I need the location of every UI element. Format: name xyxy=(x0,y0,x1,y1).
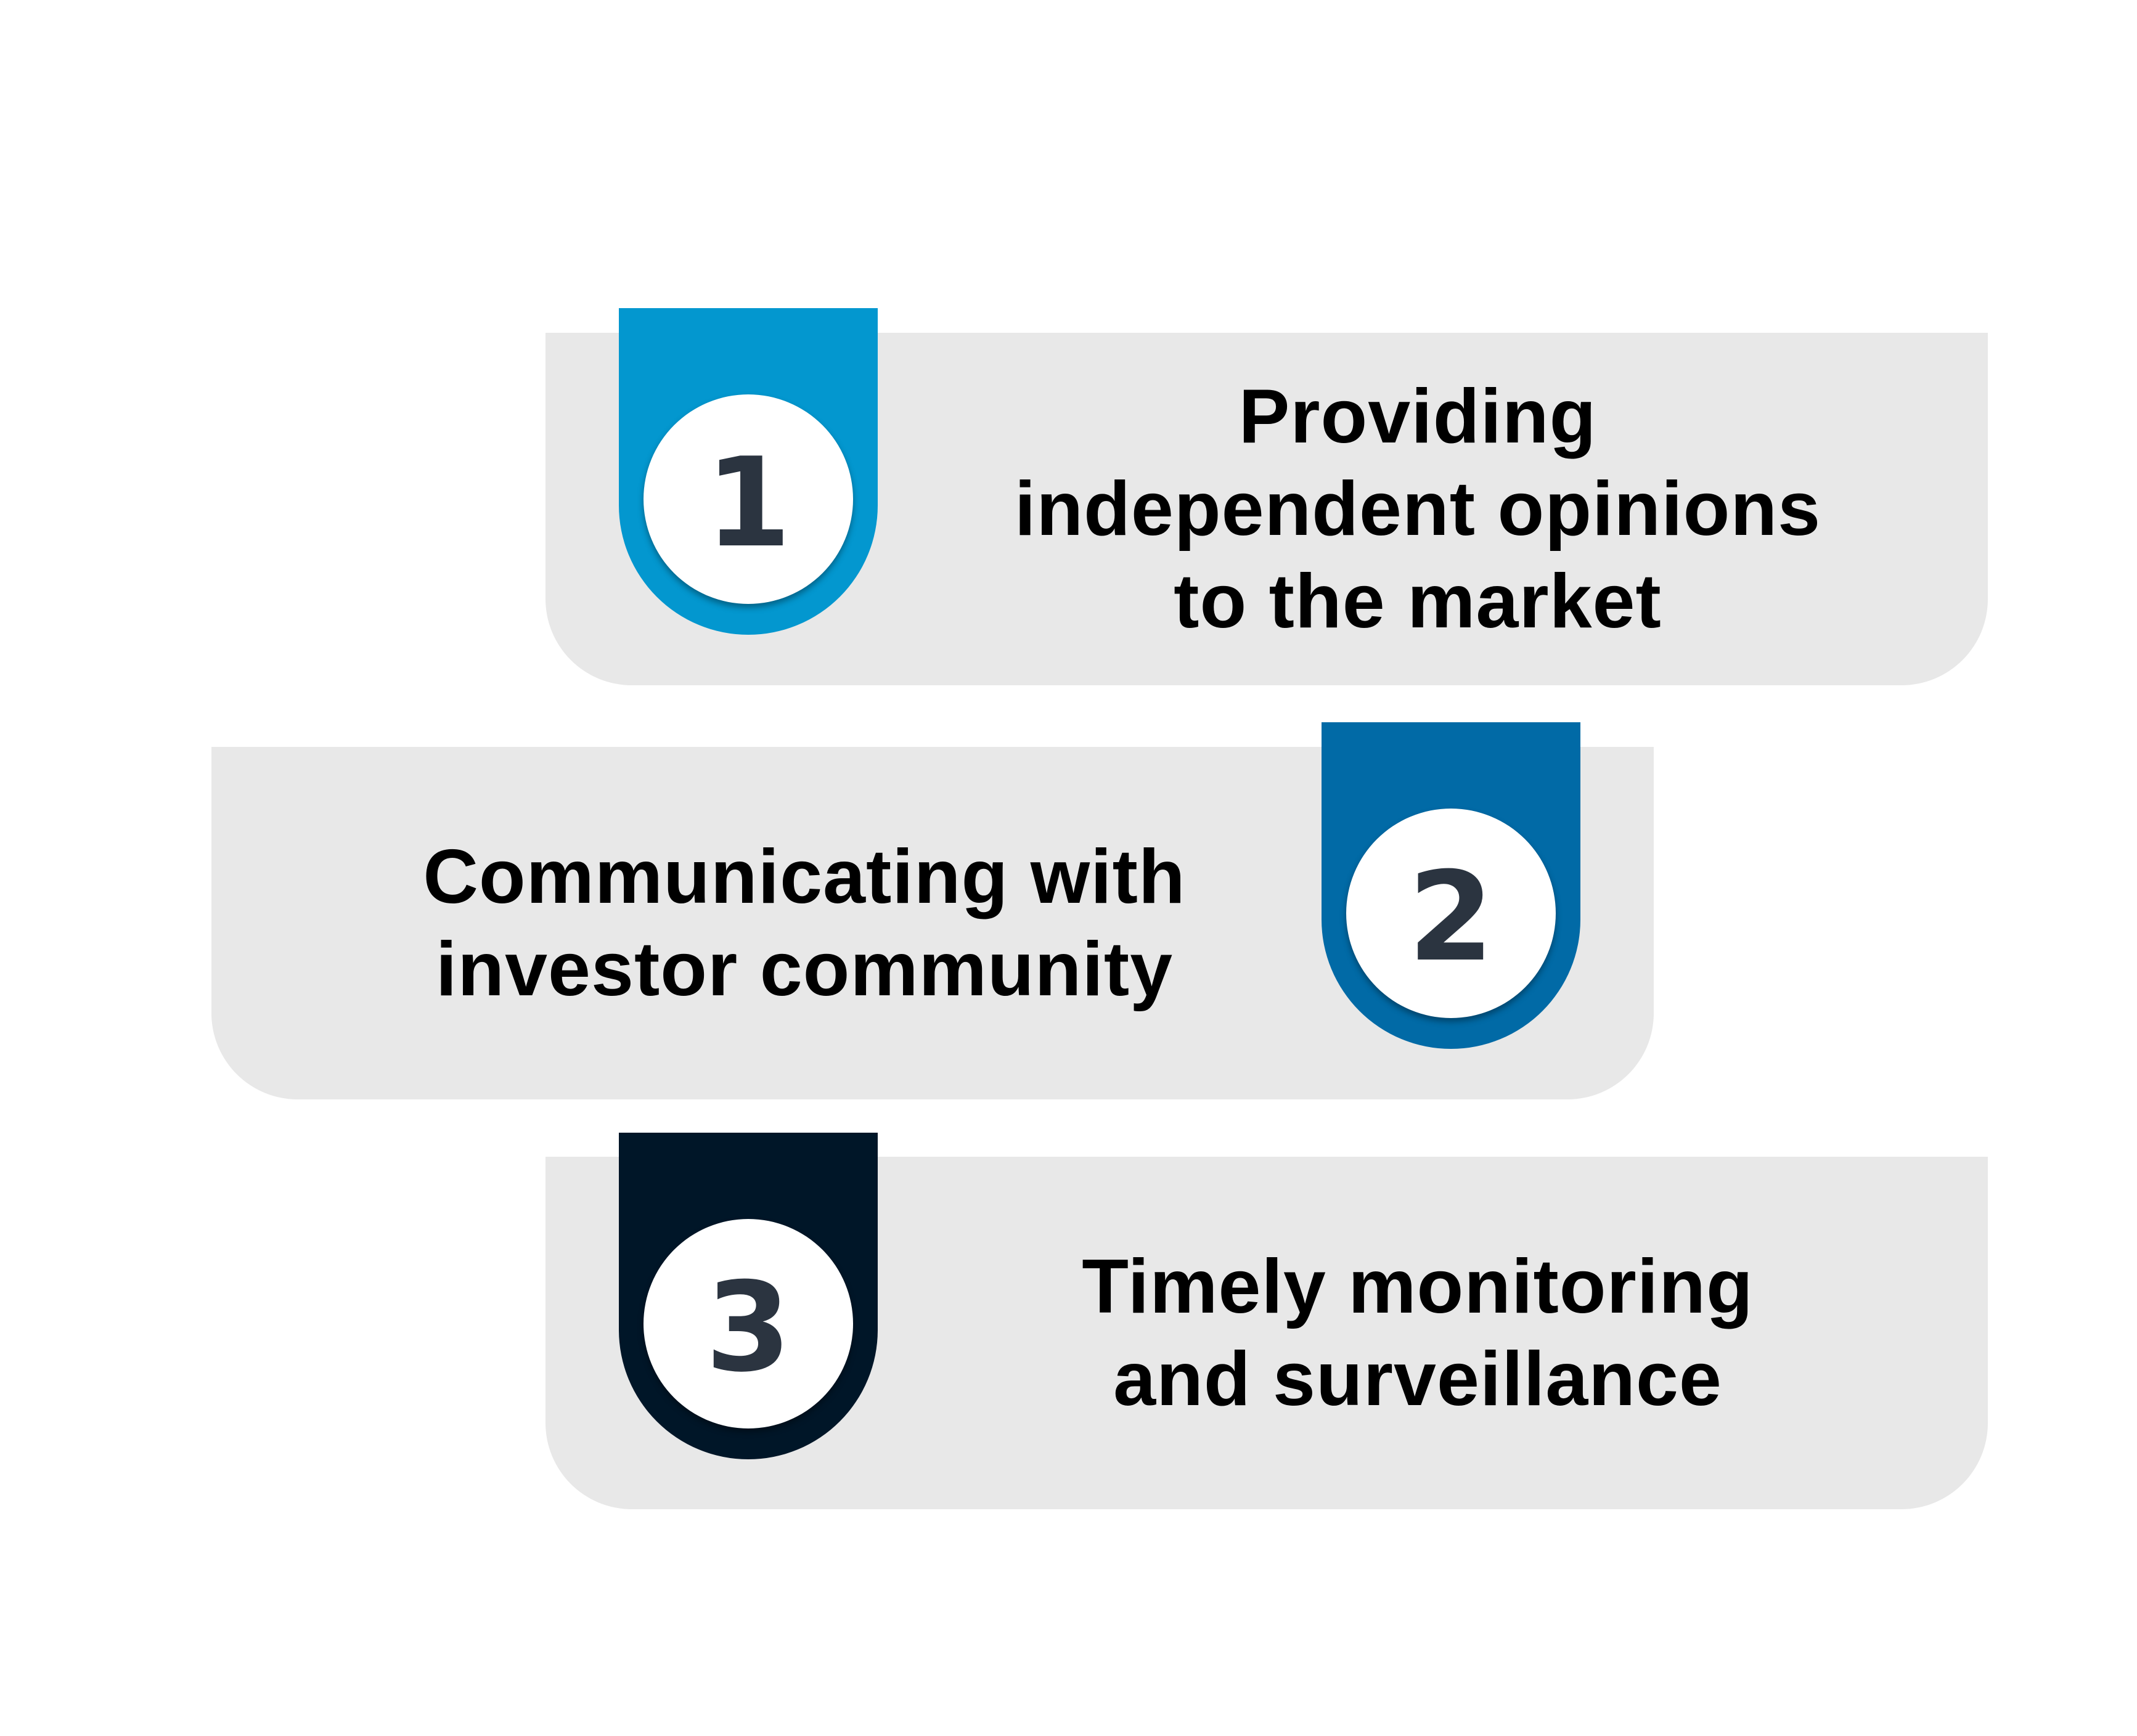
step-1-badge: 1 xyxy=(619,308,878,635)
step-3-badge: 3 xyxy=(619,1133,878,1459)
step-1-line-2: independent opinions xyxy=(1014,467,1821,552)
step-3-line-1: Timely monitoring xyxy=(1082,1244,1754,1329)
step-2-badge: 2 xyxy=(1322,722,1580,1049)
step-1-number: 1 xyxy=(705,431,791,575)
step-1-text: Providing independent opinions to the ma… xyxy=(894,333,1942,685)
step-3-number: 3 xyxy=(705,1256,791,1400)
step-2-line-1: Communicating with xyxy=(423,834,1186,919)
step-2-number-circle: 2 xyxy=(1346,809,1556,1018)
step-3-number-circle: 3 xyxy=(644,1219,853,1428)
step-1-number-circle: 1 xyxy=(644,394,853,604)
step-3-text: Timely monitoring and surveillance xyxy=(894,1157,1942,1509)
step-1-line-1: Providing xyxy=(1238,374,1597,459)
step-2-line-2: investor community xyxy=(435,927,1174,1012)
step-3-line-2: and surveillance xyxy=(1113,1337,1722,1422)
step-2-text: Communicating with investor community xyxy=(259,747,1350,1099)
step-2-number: 2 xyxy=(1408,846,1494,989)
step-1-line-3: to the market xyxy=(1174,559,1662,644)
